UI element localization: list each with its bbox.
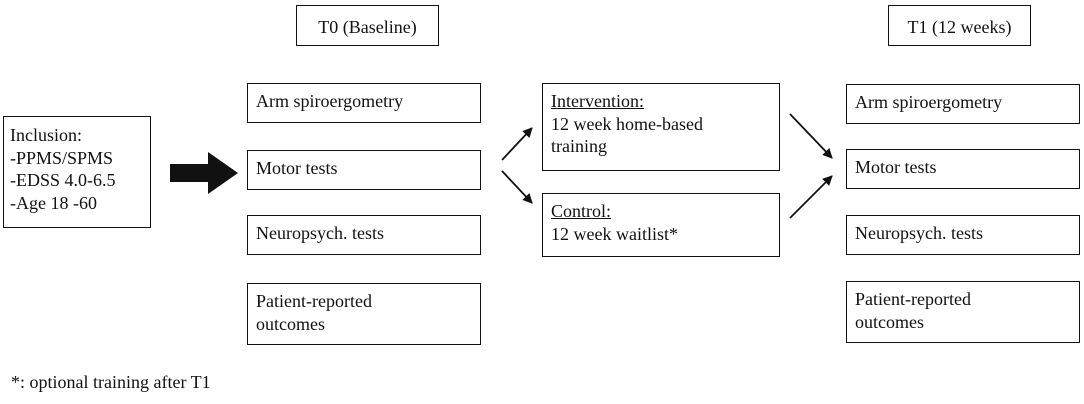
baseline-arm-spiroergometry: Arm spiroergometry [247,83,481,123]
big-arrow [170,152,238,194]
baseline-neuropsych-tests: Neuropsych. tests [247,215,481,255]
baseline-test-label: Motor tests [256,158,338,178]
inclusion-criterion: -EDSS 4.0-6.5 [10,170,116,190]
header-t1: T1 (12 weeks) [888,5,1031,46]
followup-motor-tests: Motor tests [846,149,1080,189]
control-title: Control: [551,201,612,221]
baseline-test-label: outcomes [256,313,325,334]
followup-neuropsych-tests: Neuropsych. tests [846,215,1080,255]
baseline-patient-reported-outcomes: Patient-reported outcomes [247,283,481,345]
intervention-detail: 12 week home-based [551,113,703,134]
arrow-control-to-followup [789,175,833,219]
followup-patient-reported-outcomes: Patient-reported outcomes [846,281,1080,343]
inclusion-criterion: -PPMS/SPMS [10,147,114,168]
baseline-test-label: Patient-reported [256,291,372,311]
inclusion-criterion: -Age 18 -60 [10,192,97,213]
inclusion-box: Inclusion: -PPMS/SPMS -EDSS 4.0-6.5 -Age… [3,116,151,228]
baseline-test-label: Neuropsych. tests [256,223,384,243]
followup-test-label: Neuropsych. tests [855,223,983,243]
arrow-to-control [501,170,533,204]
header-t1-label: T1 (12 weeks) [907,17,1012,37]
control-box: Control: 12 week waitlist* [542,193,780,257]
control-detail: 12 week waitlist* [551,223,678,244]
followup-test-label: outcomes [855,311,924,332]
followup-test-label: Motor tests [855,157,937,177]
followup-test-label: Patient-reported [855,289,971,309]
followup-arm-spiroergometry: Arm spiroergometry [846,84,1080,124]
arrow-intervention-to-followup [789,113,833,159]
intervention-detail: training [551,136,607,156]
baseline-test-label: Arm spiroergometry [256,91,404,111]
inclusion-title: Inclusion: [10,125,82,145]
baseline-motor-tests: Motor tests [247,150,481,190]
intervention-box: Intervention: 12 week home-based trainin… [542,83,780,171]
footnote: *: optional training after T1 [11,372,211,392]
header-t0: T0 (Baseline) [296,5,439,46]
header-t0-label: T0 (Baseline) [318,17,417,37]
arrow-to-intervention [501,127,533,161]
intervention-title: Intervention: [551,91,644,111]
followup-test-label: Arm spiroergometry [855,92,1003,112]
